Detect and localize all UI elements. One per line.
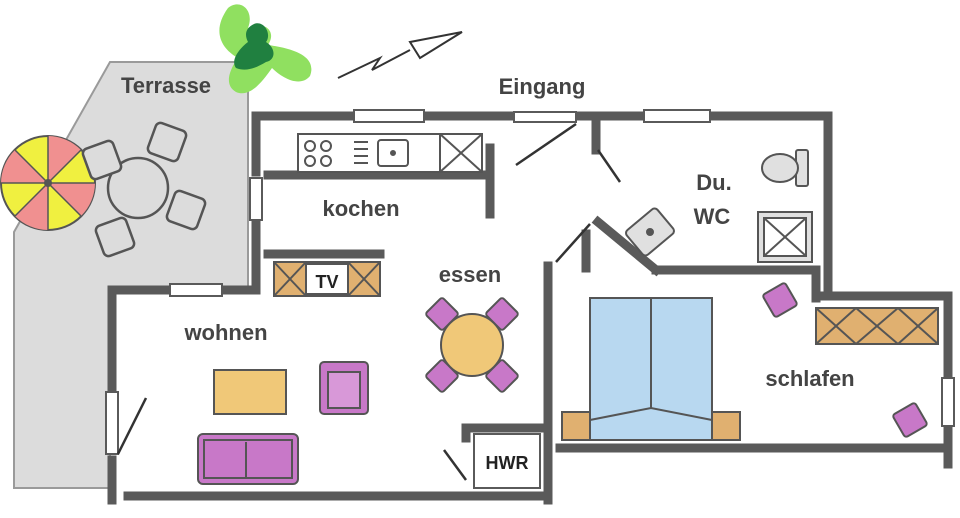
walls: [107, 111, 953, 505]
dining-set: [425, 297, 519, 393]
label-kitchen: kochen: [322, 196, 399, 221]
terrace-chair: [146, 121, 188, 163]
nightstand: [762, 282, 798, 318]
label-tv: TV: [315, 272, 338, 292]
label-wc: WC: [694, 204, 731, 229]
label-dining: essen: [439, 262, 501, 287]
window: [941, 377, 955, 427]
washbasin-icon: [625, 207, 675, 257]
north-arrow-icon: [337, 31, 463, 79]
label-living: wohnen: [183, 320, 267, 345]
toilet-icon: [761, 149, 809, 187]
terrace-table: [106, 156, 170, 220]
terrace-chair: [81, 139, 123, 181]
label-utility: HWR: [486, 453, 529, 473]
parasol-icon: [0, 135, 96, 231]
terrace-chair: [165, 189, 207, 231]
nightstand: [892, 402, 928, 438]
dining-table: [440, 313, 504, 377]
wardrobe: [815, 307, 939, 345]
terrace-floor: [13, 61, 249, 489]
utility-room: [473, 433, 541, 489]
plant-icon: [219, 4, 312, 94]
kitchen-counter: [297, 133, 483, 173]
label-shower: Du.: [696, 170, 731, 195]
windows: [105, 109, 955, 455]
window: [169, 283, 223, 297]
doors: [116, 122, 622, 481]
bed: [561, 297, 741, 441]
window: [249, 177, 263, 221]
coffee-table: [213, 369, 287, 415]
window: [105, 391, 119, 455]
label-bedroom: schlafen: [765, 366, 854, 391]
sofa: [197, 433, 299, 485]
armchair: [319, 361, 369, 415]
shower-icon: [757, 211, 813, 263]
tv-cabinet: [273, 261, 381, 297]
window: [353, 109, 425, 123]
entrance-door-opening: [513, 111, 577, 123]
window: [643, 109, 711, 123]
terrace-chair: [94, 216, 136, 258]
label-terrace: Terrasse: [121, 73, 211, 98]
label-entrance: Eingang: [499, 74, 586, 99]
